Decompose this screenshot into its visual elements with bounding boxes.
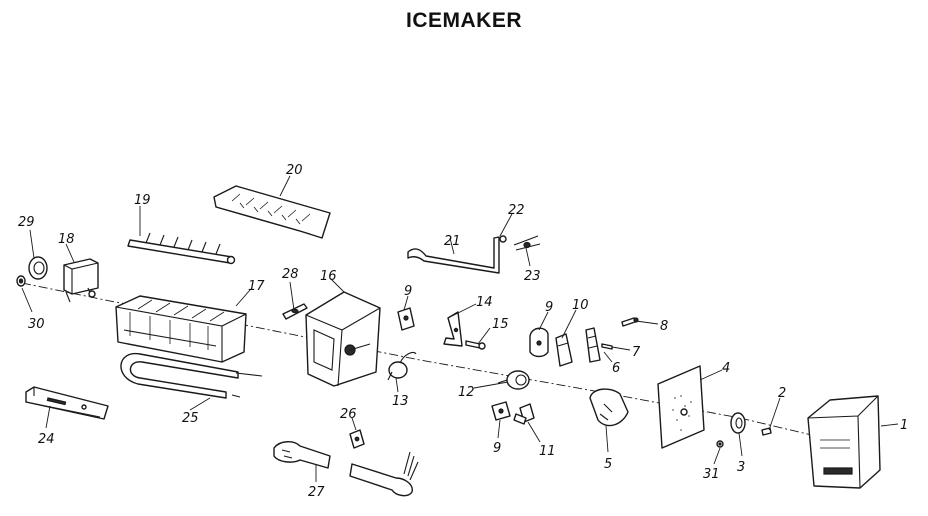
part-fitting-11	[513, 403, 535, 425]
callout-9-lower: 9	[493, 441, 501, 456]
part-screw-8	[621, 317, 639, 327]
part-front-cover	[807, 395, 881, 489]
callout-17: 17	[248, 279, 265, 294]
part-mounting-plate	[25, 386, 109, 420]
callout-10: 10	[572, 298, 589, 313]
callout-3: 3	[737, 460, 745, 475]
part-switch-9-lower	[491, 401, 511, 421]
part-motor-18	[63, 258, 99, 303]
callout-26: 26	[340, 407, 357, 422]
callout-31: 31	[703, 467, 720, 482]
callout-5: 5	[604, 457, 612, 472]
callout-24: 24	[38, 432, 55, 447]
callout-2: 2	[778, 386, 786, 401]
callout-14: 14	[476, 295, 493, 310]
part-mounting-plate-4	[657, 365, 705, 449]
callout-29: 29	[18, 215, 35, 230]
part-ice-mold	[115, 295, 247, 363]
callout-11: 11	[539, 444, 556, 459]
part-connector-12	[497, 370, 530, 390]
callout-16: 16	[320, 269, 337, 284]
callout-28: 28	[282, 267, 299, 282]
part-knob-3	[730, 412, 746, 434]
part-wire-harness	[273, 441, 419, 497]
callout-1: 1	[900, 418, 908, 433]
part-clip-23	[513, 235, 541, 251]
callout-13: 13	[392, 394, 409, 409]
callout-27: 27	[308, 485, 325, 500]
callout-18: 18	[58, 232, 75, 247]
callout-30: 30	[28, 317, 45, 332]
part-ejector	[127, 232, 236, 265]
callout-19: 19	[134, 193, 151, 208]
callout-21: 21	[444, 234, 461, 249]
callout-12: 12	[458, 385, 475, 400]
callout-9-upper: 9	[404, 284, 412, 299]
part-screw-22	[499, 235, 507, 243]
part-timing-motor-5	[589, 388, 629, 427]
part-mold-heater	[120, 353, 263, 399]
part-nut-31	[716, 440, 724, 448]
callout-labels: 1 2 3 4 5 6 7 8 9 9 9 10 11 12 13 14 15 …	[18, 163, 908, 500]
callout-23: 23	[524, 269, 541, 284]
part-cam-13	[387, 351, 417, 381]
part-screw-15	[465, 340, 486, 350]
callout-25: 25	[182, 411, 199, 426]
part-switch-9-upper	[397, 307, 415, 331]
callout-22: 22	[508, 203, 525, 218]
callout-4: 4	[722, 361, 730, 376]
part-lever-14	[443, 311, 463, 347]
part-switch-9-middle	[529, 327, 549, 358]
callout-9-middle: 9	[545, 300, 553, 315]
diagram-title: ICEMAKER	[405, 9, 522, 32]
part-screw-7	[601, 343, 613, 350]
part-thermostat-28	[282, 303, 308, 320]
part-switch-block-6	[585, 327, 601, 363]
part-ice-stripper	[213, 185, 331, 239]
leader-lines	[21, 175, 899, 482]
callout-8: 8	[660, 319, 668, 334]
callout-7: 7	[632, 345, 641, 360]
part-clip-26	[349, 429, 365, 449]
callout-6: 6	[612, 361, 620, 376]
part-gear-29	[28, 256, 48, 280]
part-housing	[305, 291, 381, 387]
callout-20: 20	[286, 163, 303, 178]
part-shutoff-arm	[407, 236, 500, 274]
part-nut-30	[16, 275, 26, 287]
callout-15: 15	[492, 317, 509, 332]
part-bracket-10	[555, 333, 573, 367]
